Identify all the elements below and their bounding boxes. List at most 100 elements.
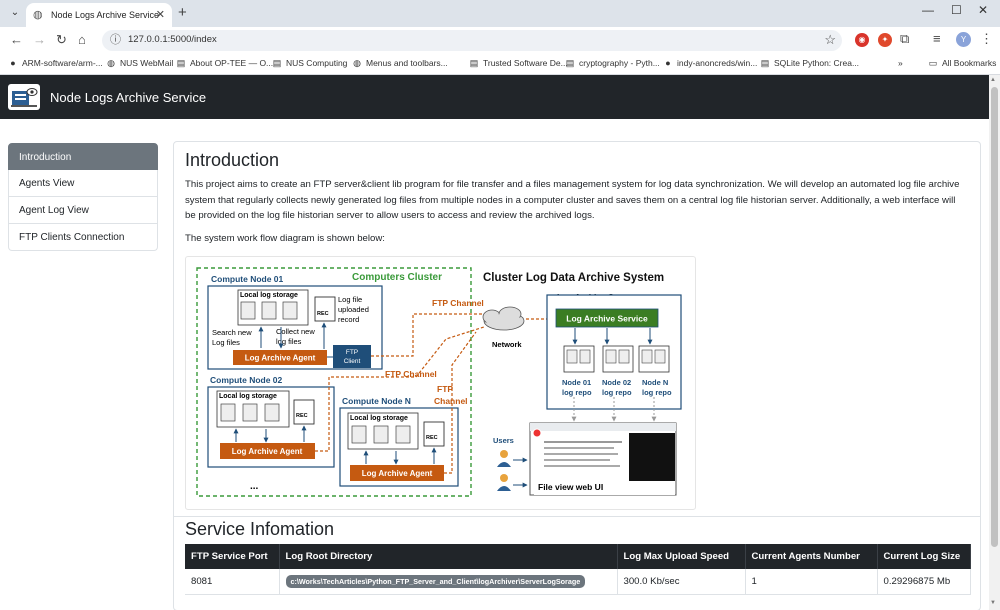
- sidebar-item-ftp-clients-connection[interactable]: FTP Clients Connection: [8, 224, 158, 251]
- cell-agents: 1: [745, 569, 878, 595]
- site-info-icon[interactable]: ⓘ: [110, 34, 121, 46]
- close-tab-icon[interactable]: ✕: [155, 9, 165, 21]
- svg-text:Local log storage: Local log storage: [350, 415, 408, 422]
- bookmark-item[interactable]: ◍Menus and toolbars...: [353, 58, 448, 68]
- page-viewport: Node Logs Archive Service Introduction A…: [0, 75, 989, 610]
- section-divider: [174, 516, 980, 517]
- svg-text:FTP: FTP: [346, 349, 358, 356]
- node01-label: Compute Node 01: [211, 274, 284, 284]
- extension-red-icon[interactable]: ◉: [855, 33, 869, 47]
- cell-speed: 300.0 Kb/sec: [617, 569, 746, 595]
- bookmark-item[interactable]: ●ARM-software/arm-...: [8, 58, 102, 68]
- bookmark-item[interactable]: ●indy-anoncreds/win...: [663, 58, 757, 68]
- browser-toolbar: ← → ↻ ⌂ ⓘ 127.0.0.1:5000/index ☆ ◉ ✦ ⧉ ≡…: [0, 27, 1000, 54]
- tab-search-chevron-icon[interactable]: ⌄: [10, 7, 20, 18]
- scroll-down-icon[interactable]: ▼: [990, 600, 996, 606]
- svg-text:uploaded: uploaded: [338, 305, 369, 314]
- browser-tab[interactable]: ◍ Node Logs Archive Service ✕: [26, 3, 172, 27]
- scroll-thumb[interactable]: [991, 87, 998, 547]
- cell-root-dir: c:\Works\TechArticles\Python_FTP_Server_…: [279, 569, 618, 595]
- svg-text:Log Archive Agent: Log Archive Agent: [245, 354, 316, 363]
- nodeN-files-icon: [351, 425, 411, 444]
- col-log-root-dir: Log Root Directory: [279, 544, 618, 569]
- app-navbar: Node Logs Archive Service: [0, 75, 989, 119]
- bookmark-item[interactable]: ▤SQLite Python: Crea...: [760, 58, 860, 68]
- cell-port: 8081: [185, 569, 280, 595]
- sidebar-item-agent-log-view[interactable]: Agent Log View: [8, 197, 158, 224]
- page-icon: ▤: [176, 58, 186, 68]
- col-log-size: Current Log Size: [877, 544, 971, 569]
- svg-text:Local log storage: Local log storage: [240, 292, 298, 299]
- bookmarks-overflow[interactable]: »: [898, 58, 903, 68]
- new-tab-icon[interactable]: +: [178, 4, 187, 21]
- svg-text:record: record: [338, 315, 359, 324]
- scroll-up-icon[interactable]: ▲: [990, 77, 996, 83]
- svg-text:log files: log files: [276, 337, 302, 346]
- node01-agent: [233, 350, 327, 365]
- svg-text:Node 01: Node 01: [562, 378, 591, 387]
- bookmark-item[interactable]: ▤About OP-TEE — O...: [176, 58, 274, 68]
- col-ftp-port: FTP Service Port: [185, 544, 280, 569]
- extensions-puzzle-icon[interactable]: ⧉: [900, 31, 910, 46]
- maximize-icon[interactable]: ☐: [951, 3, 962, 17]
- workflow-caption: The system work flow diagram is shown be…: [185, 233, 385, 244]
- ftp-channel-label-2: FTP Channel: [385, 369, 437, 379]
- nodeN-agent: [350, 465, 444, 481]
- reload-icon[interactable]: ↻: [56, 32, 67, 47]
- table-row: 8081 c:\Works\TechArticles\Python_FTP_Se…: [185, 569, 971, 595]
- sidebar-item-introduction[interactable]: Introduction: [8, 143, 158, 170]
- all-bookmarks[interactable]: ▭All Bookmarks: [928, 58, 997, 68]
- intro-heading: Introduction: [185, 150, 280, 170]
- service-info-table: FTP Service Port Log Root Directory Log …: [185, 544, 971, 595]
- page-scrollbar[interactable]: ▲ ▼: [989, 75, 1000, 610]
- tab-title: Node Logs Archive Service: [51, 10, 160, 20]
- page-icon: ▤: [760, 58, 770, 68]
- svg-text:Collect new: Collect new: [276, 327, 315, 336]
- svg-text:Log Archive Agent: Log Archive Agent: [362, 469, 433, 478]
- home-icon[interactable]: ⌂: [78, 32, 86, 47]
- browser-tab-strip: ⌄ ◍ Node Logs Archive Service ✕ + — ☐ ✕: [0, 0, 1000, 27]
- ftp-channel-label-1: FTP Channel: [432, 298, 484, 308]
- bookmark-item[interactable]: ▤Trusted Software De...: [469, 58, 568, 68]
- app-logo-icon[interactable]: [8, 84, 40, 110]
- repo-icons: [563, 345, 670, 373]
- sidebar-item-agents-view[interactable]: Agents View: [8, 170, 158, 197]
- bookmark-item[interactable]: ▤cryptography - Pyth...: [565, 58, 660, 68]
- svg-text:Node 02: Node 02: [602, 378, 631, 387]
- url-text: 127.0.0.1:5000/index: [128, 34, 217, 45]
- users-label: Users: [493, 436, 514, 445]
- forward-icon[interactable]: →: [33, 32, 46, 47]
- bookmark-item[interactable]: ◍NUS WebMail: [107, 58, 174, 68]
- close-window-icon[interactable]: ✕: [978, 3, 989, 17]
- user-icon: [497, 450, 511, 491]
- profile-avatar[interactable]: Y: [956, 32, 971, 47]
- github-icon: ●: [10, 58, 16, 68]
- nodeN-record-icon: [423, 421, 445, 447]
- svg-text:Node N: Node N: [642, 378, 668, 387]
- page-icon: ▤: [469, 58, 479, 68]
- network-label: Network: [492, 340, 522, 349]
- globe-icon: ◍: [353, 58, 361, 68]
- svg-text:Client: Client: [344, 358, 361, 365]
- col-agents-number: Current Agents Number: [745, 544, 878, 569]
- media-control-icon[interactable]: ≡: [933, 31, 941, 46]
- node01-files-icon: [240, 301, 298, 320]
- bookmark-item[interactable]: ▤NUS Computing: [272, 58, 348, 68]
- minimize-icon[interactable]: —: [922, 3, 934, 17]
- browser-menu-icon[interactable]: ⋮: [980, 31, 993, 46]
- intro-paragraph: This project aims to create an FTP serve…: [185, 179, 960, 222]
- svg-text:REC: REC: [296, 413, 308, 419]
- address-bar[interactable]: ⓘ 127.0.0.1:5000/index ☆: [102, 30, 842, 51]
- svg-text:Log Archive Agent: Log Archive Agent: [232, 447, 303, 456]
- extension-orange-icon[interactable]: ✦: [878, 33, 892, 47]
- svg-text:Channel: Channel: [434, 396, 468, 406]
- bookmark-star-icon[interactable]: ☆: [824, 32, 836, 47]
- back-icon[interactable]: ←: [10, 32, 23, 47]
- globe-icon: ◍: [33, 9, 43, 21]
- sidebar-nav: Introduction Agents View Agent Log View …: [8, 143, 158, 251]
- svg-text:REC: REC: [317, 311, 329, 317]
- svg-text:REC: REC: [426, 435, 438, 441]
- bookmarks-bar: ●ARM-software/arm-... ◍NUS WebMail ▤Abou…: [0, 54, 1000, 75]
- app-title[interactable]: Node Logs Archive Service: [50, 90, 207, 105]
- page-icon: ▤: [272, 58, 282, 68]
